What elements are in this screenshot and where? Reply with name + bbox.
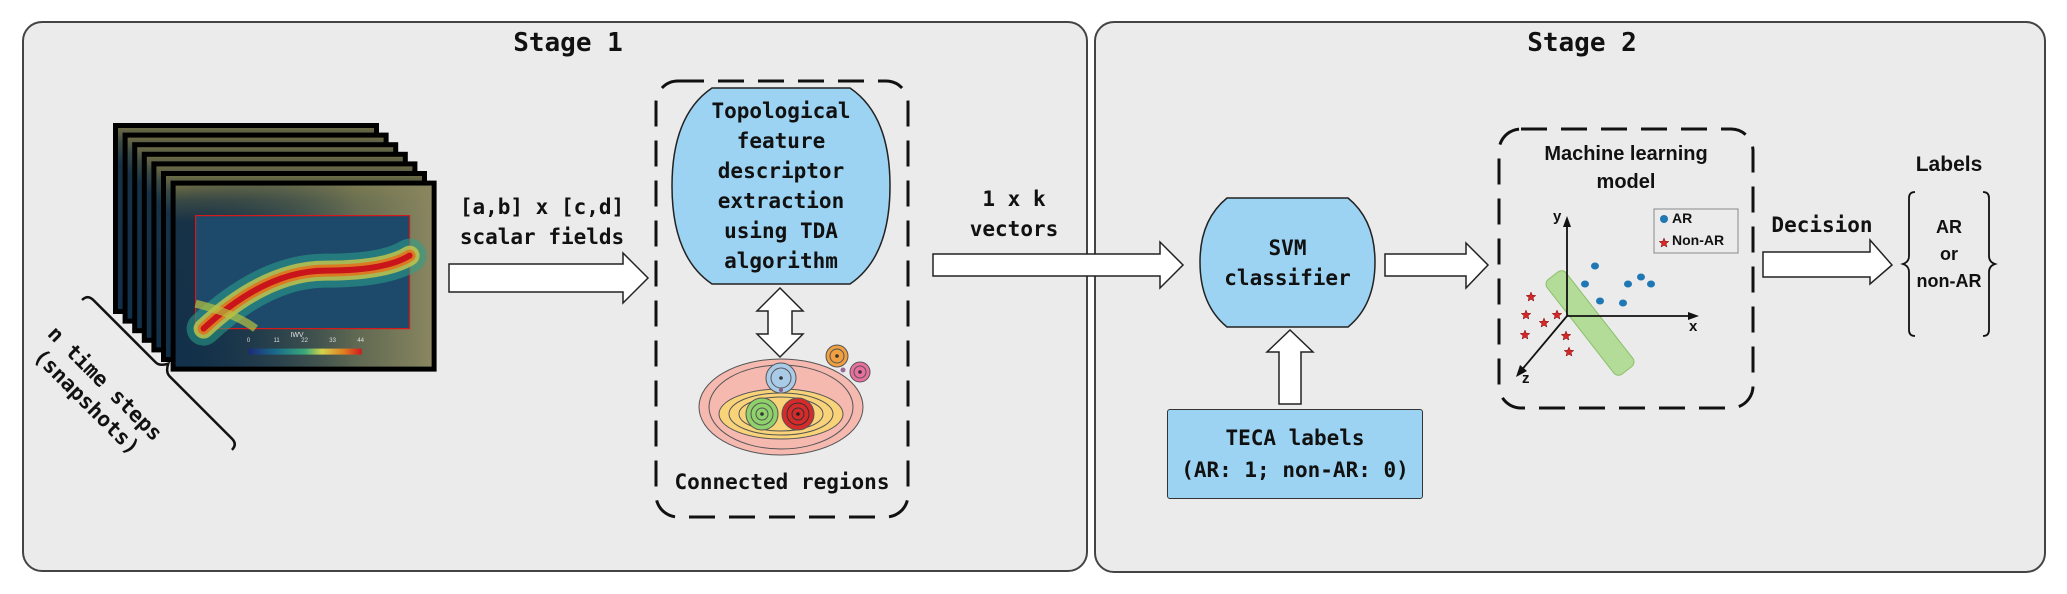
tda-line: using TDA <box>724 219 838 243</box>
scalar-fields-label-line1: [a,b] x [c,d] <box>459 195 625 219</box>
stage2-title: Stage 2 <box>1527 28 1637 58</box>
labels-title: Labels <box>1915 153 1983 176</box>
axis-x-label: x <box>1689 318 1698 335</box>
teca-line1: TECA labels <box>1225 426 1365 450</box>
non-ar-point <box>1551 309 1563 320</box>
decision-label: Decision <box>1771 213 1873 237</box>
labels-values: AR or non-AR <box>1917 214 1982 295</box>
non-ar-points <box>1519 291 1575 357</box>
scalar-fields-label: [a,b] x [c,d] scalar fields <box>460 192 624 252</box>
vectors-label: 1 x k vectors <box>970 184 1059 244</box>
vectors-label-line1: 1 x k <box>982 187 1046 211</box>
tda-double-arrow <box>755 286 805 359</box>
non-ar-point <box>1525 291 1537 302</box>
vectors-arrow <box>932 240 1185 290</box>
colorbar-tick-label: 33 <box>329 337 336 344</box>
legend-ar-label: AR <box>1672 210 1693 226</box>
tda-dashed-box <box>654 79 910 519</box>
ar-point <box>1647 280 1655 288</box>
iwv-colorbar <box>248 348 362 355</box>
time-steps-brace <box>81 295 236 451</box>
ar-point <box>1581 280 1589 288</box>
ml-scatter-plot <box>1516 208 1739 377</box>
labels-right-brace <box>1982 191 1998 337</box>
svm-text: SVM classifier <box>1200 233 1375 293</box>
atmospheric-river-band <box>200 252 413 332</box>
scalar-fields-label-line2: scalar fields <box>459 225 625 249</box>
hyperplane <box>1545 270 1635 376</box>
teca-line2: (AR: 1; non-AR: 0) <box>1181 458 1409 482</box>
ar-points <box>1581 262 1655 307</box>
non-ar-point <box>1560 330 1572 341</box>
ml-model-title: Machine learning model <box>1544 140 1707 196</box>
connected-regions-caption: Connected regions <box>674 470 890 494</box>
ar-point <box>1596 297 1604 305</box>
decision-arrow <box>1762 238 1894 286</box>
colorbar-tick-label: 22 <box>301 337 308 344</box>
snapshot-frame <box>170 180 437 372</box>
vectors-label-line2: vectors <box>969 217 1059 241</box>
tda-line: extraction <box>717 189 845 213</box>
colorbar-tick-label: 11 <box>273 337 280 344</box>
ar-point <box>1619 299 1627 307</box>
ml-title-line1: Machine learning <box>1544 143 1708 165</box>
axis-y-label: y <box>1553 208 1562 225</box>
tda-line: Topological <box>711 99 851 123</box>
non-ar-point <box>1520 309 1532 320</box>
non-ar-point <box>1563 346 1575 357</box>
ml-title-line2: model <box>1596 171 1656 193</box>
tda-blob <box>671 87 891 285</box>
svm-to-model-arrow <box>1384 241 1490 290</box>
snapshot-frame-stack <box>113 123 437 372</box>
colorbar-tick-label: 0 <box>246 337 251 344</box>
colorbar-title: IWV <box>290 332 304 339</box>
svm-line1: SVM <box>1268 236 1307 260</box>
legend-ar-marker <box>1660 215 1668 223</box>
labels-left-brace <box>1900 191 1916 337</box>
labels-value-or: or <box>1939 244 1958 264</box>
labels-value-ar: AR <box>1935 217 1962 237</box>
legend-box <box>1653 208 1739 254</box>
colorbar-tick-label: 44 <box>357 337 364 344</box>
non-ar-point <box>1538 317 1550 328</box>
svm-line2: classifier <box>1224 266 1351 290</box>
tda-line: algorithm <box>724 249 838 273</box>
teca-up-arrow <box>1265 328 1315 405</box>
ar-point <box>1637 273 1645 281</box>
tda-line: feature <box>736 129 826 153</box>
stage1-title: Stage 1 <box>513 28 623 58</box>
ml-dashed-box <box>1497 127 1755 410</box>
scalar-fields-arrow <box>448 251 650 305</box>
legend-non-ar-marker <box>1658 237 1670 248</box>
ar-point <box>1624 280 1632 288</box>
connected-regions-illustration <box>698 344 871 456</box>
teca-labels-box: TECA labels (AR: 1; non-AR: 0) <box>1167 409 1423 499</box>
legend-non-ar-label: Non-AR <box>1672 232 1725 248</box>
axis-z-label: z <box>1522 370 1530 387</box>
non-ar-point <box>1519 329 1531 340</box>
ar-point <box>1591 262 1599 270</box>
labels-value-non-ar: non-AR <box>1916 271 1982 291</box>
svm-blob <box>1199 197 1376 328</box>
atmospheric-river-band <box>194 299 258 332</box>
tda-line: descriptor <box>717 159 845 183</box>
tda-blob-text: Topological feature descriptor extractio… <box>672 96 890 276</box>
